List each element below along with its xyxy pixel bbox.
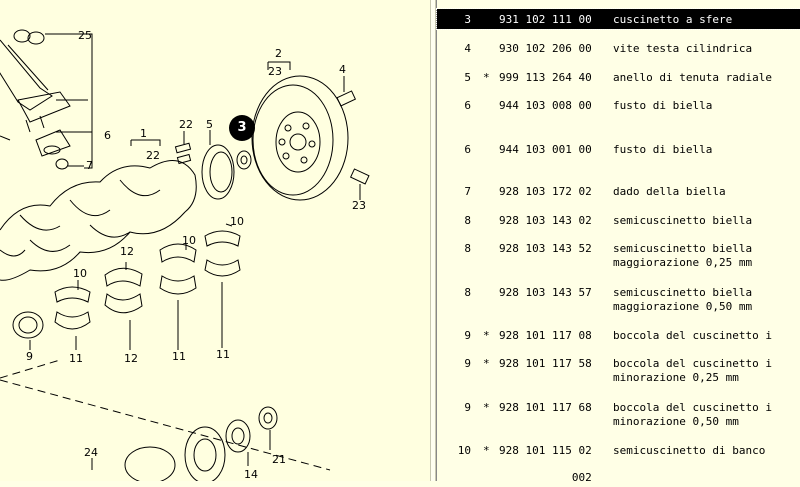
row-position: 5 <box>464 71 471 84</box>
table-row[interactable]: 10 * 928 101 115 02 semicuscinetto di banco <box>437 440 800 460</box>
callout-5[interactable]: 5 <box>206 118 213 131</box>
row-part-number: 928 101 117 08 <box>499 329 592 342</box>
callout-14[interactable]: 14 <box>244 468 258 481</box>
callout-2[interactable]: 2 <box>275 47 282 60</box>
row-description: fusto di biella <box>613 143 713 156</box>
row-description: fusto di biella <box>613 99 713 112</box>
table-row[interactable]: 8 928 103 143 52 semicuscinetto biella mag… <box>437 238 800 270</box>
callout-12-bottom[interactable]: 12 <box>124 352 138 365</box>
table-row[interactable]: 8 928 103 143 57 semicuscinetto biella mag… <box>437 282 800 314</box>
row-position: 7 <box>464 185 471 198</box>
row-description: boccola del cuscinetto i minorazione 0,5… <box>613 401 772 428</box>
row-position: 8 <box>464 286 471 299</box>
row-position: 9 <box>464 329 471 342</box>
row-part-number: 928 103 143 02 <box>499 214 592 227</box>
row-part-number: 931 102 111 00 <box>499 13 592 26</box>
callout-10-c[interactable]: 10 <box>73 267 87 280</box>
table-row-selected[interactable]: 3 931 102 111 00 cuscinetto a sfere <box>436 8 800 30</box>
table-row[interactable]: 7 928 103 172 02 dado della biella <box>437 181 800 201</box>
row-description: semicuscinetto di banco <box>613 444 766 457</box>
callout-22-bracket[interactable]: 22 <box>146 149 160 162</box>
row-description: boccola del cuscinetto i <box>613 329 772 342</box>
row-description: cuscinetto a sfere <box>613 13 733 26</box>
callout-6[interactable]: 6 <box>104 129 111 142</box>
callout-25[interactable]: 25 <box>78 29 92 42</box>
row-flag: * <box>483 329 490 342</box>
row-flag: * <box>483 357 490 370</box>
callout-23-top[interactable]: 23 <box>268 65 282 78</box>
row-part-number: 944 103 008 00 <box>499 99 592 112</box>
callout-10-b[interactable]: 10 <box>182 234 196 247</box>
row-part-number: 928 103 143 57 <box>499 286 592 299</box>
row-position: 8 <box>464 242 471 255</box>
table-row[interactable]: 9 * 928 101 117 68 boccola del cuscinetto i… <box>437 397 800 429</box>
row-position: 10 <box>457 444 471 457</box>
table-row[interactable]: 002 <box>437 467 800 487</box>
panel-splitter[interactable] <box>430 0 436 481</box>
callout-10-a[interactable]: 10 <box>230 215 244 228</box>
table-row[interactable]: 8 928 103 143 02 semicuscinetto biella <box>437 210 800 230</box>
callout-1[interactable]: 1 <box>140 127 147 140</box>
callout-24[interactable]: 24 <box>84 446 98 459</box>
row-part-number: 928 101 117 58 <box>499 357 592 370</box>
row-position: 4 <box>464 42 471 55</box>
table-row[interactable]: 9 * 928 101 117 58 boccola del cuscinetto i… <box>437 353 800 385</box>
row-description: anello di tenuta radiale <box>613 71 772 84</box>
row-position: 9 <box>464 357 471 370</box>
row-description: dado della biella <box>613 185 726 198</box>
row-part-number: 928 101 115 02 <box>499 444 592 457</box>
table-row[interactable]: 6 944 103 001 00 fusto di biella <box>437 139 800 159</box>
row-position: 9 <box>464 401 471 414</box>
row-description: semicuscinetto biella maggiorazione 0,25… <box>613 242 753 269</box>
row-part-number: 928 103 143 52 <box>499 242 592 255</box>
row-description: semicuscinetto biella maggiorazione 0,50… <box>613 286 753 313</box>
callout-7[interactable]: 7 <box>86 159 93 172</box>
callout-3-selected[interactable]: 3 <box>229 115 255 141</box>
table-row[interactable]: 5 * 999 113 264 40 anello di tenuta radiale <box>437 67 800 87</box>
row-part-number: 928 103 172 02 <box>499 185 592 198</box>
callout-4[interactable]: 4 <box>339 63 346 76</box>
table-row[interactable]: 6 944 103 008 00 fusto di biella <box>437 95 800 115</box>
callout-12-top[interactable]: 12 <box>120 245 134 258</box>
row-position: 3 <box>464 13 471 26</box>
callout-11-b[interactable]: 11 <box>172 350 186 363</box>
row-flag: * <box>483 71 490 84</box>
row-part-number: 928 101 117 68 <box>499 401 592 414</box>
row-description: semicuscinetto biella <box>613 214 753 227</box>
callout-11-c[interactable]: 11 <box>216 348 230 361</box>
row-position: 6 <box>464 99 471 112</box>
row-position: 8 <box>464 214 471 227</box>
callout-23-right[interactable]: 23 <box>352 199 366 212</box>
diagram-drawing <box>0 29 370 481</box>
callout-22-pin[interactable]: 22 <box>179 118 193 131</box>
table-row[interactable]: 9 * 928 101 117 08 boccola del cuscinetto i <box>437 325 800 345</box>
row-part-number: 930 102 206 00 <box>499 42 592 55</box>
callout-11-a[interactable]: 11 <box>69 352 83 365</box>
exploded-parts-diagram[interactable]: 25 6 7 1 22 22 5 3 2 23 4 23 10 10 12 10… <box>0 0 430 481</box>
row-position: 6 <box>464 143 471 156</box>
row-description: vite testa cilindrica <box>613 42 753 55</box>
callout-21[interactable]: 21 <box>272 453 286 466</box>
row-part-number: 999 113 264 40 <box>499 71 592 84</box>
parts-list: 3 931 102 111 00 cuscinetto a sfere 4 930 10… <box>436 0 800 484</box>
row-description: boccola del cuscinetto i minorazione 0,2… <box>613 357 772 384</box>
row-flag: * <box>483 444 490 457</box>
table-row[interactable]: 4 930 102 206 00 vite testa cilindrica <box>437 38 800 58</box>
callout-9[interactable]: 9 <box>26 350 33 363</box>
row-flag: * <box>483 401 490 414</box>
row-part-number: 944 103 001 00 <box>499 143 592 156</box>
row-part-number: 002 <box>499 471 592 484</box>
